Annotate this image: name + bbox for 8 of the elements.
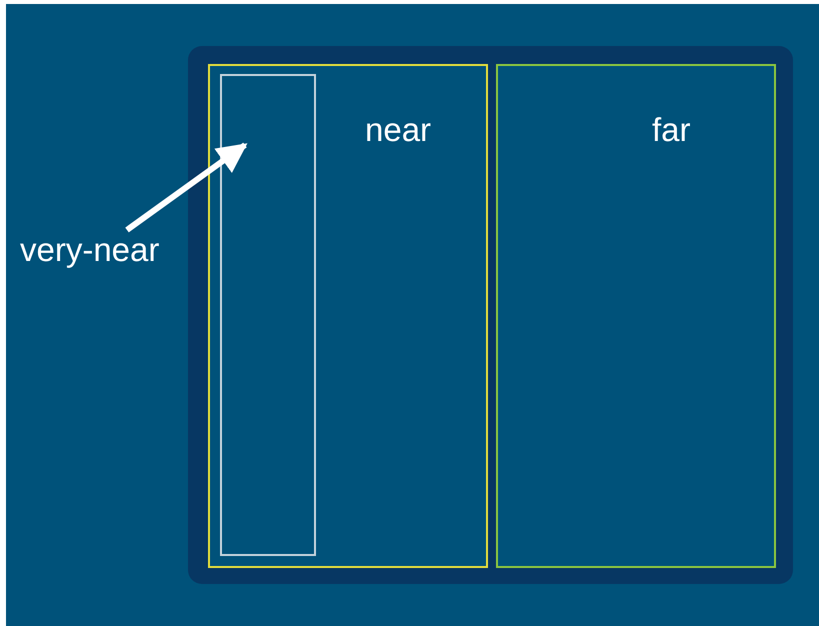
box-title: near xyxy=(365,111,432,148)
box-title: far xyxy=(652,111,691,148)
outline-box xyxy=(496,64,776,568)
outline-box xyxy=(208,64,488,568)
panel-background xyxy=(188,46,793,584)
callout-label: very-near xyxy=(20,231,160,268)
arrow xyxy=(125,142,248,232)
outline-box xyxy=(220,74,316,556)
